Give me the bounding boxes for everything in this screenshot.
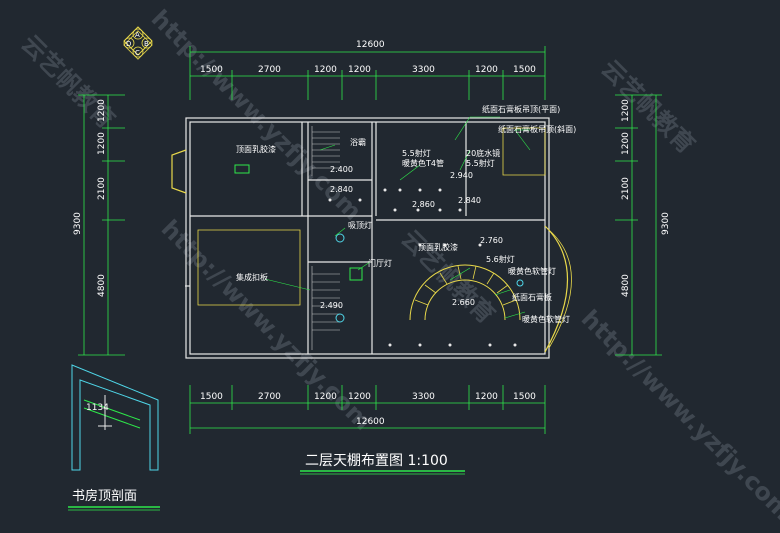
right-total-dim: 9300 <box>661 212 671 235</box>
bottom-dimension-line <box>189 385 546 434</box>
compass-letter-b: B <box>144 40 149 48</box>
label-glass-lamp: 门厅灯 <box>368 258 392 268</box>
compass-letter-c: C <box>135 49 140 57</box>
label-bath: 浴霸 <box>350 137 366 147</box>
top-dimension-line <box>189 46 546 100</box>
label-light-55b: 5.5射灯 <box>466 158 495 168</box>
label-h-2490: 2.490 <box>320 301 343 310</box>
label-h-2860: 2.860 <box>412 200 435 209</box>
left-dimension-line <box>78 94 125 356</box>
watermarks: 云艺帆教育 http://www.yzfjy.com 云艺帆教育 http://… <box>16 4 780 525</box>
top-dim-4: 1200 <box>348 65 371 75</box>
bottom-dim-1: 1500 <box>200 392 223 402</box>
top-dim-5: 3300 <box>412 65 435 75</box>
label-warm-tube-2: 暖黄色软管灯 <box>522 314 570 324</box>
label-light-55: 5.5射灯 <box>402 148 431 158</box>
label-warm-tube-1: 暖黄色软管灯 <box>508 266 556 276</box>
label-gypsum-flat: 纸面石膏板吊顶(平面) <box>482 104 560 114</box>
bottom-dim-3: 1200 <box>314 392 337 402</box>
top-dim-6: 1200 <box>475 65 498 75</box>
label-ceiling-paint-1: 顶面乳胶漆 <box>236 144 276 154</box>
compass-icon: A B C D <box>123 26 153 60</box>
floor-plan-walls <box>185 117 550 359</box>
right-dim-3: 2100 <box>621 177 631 200</box>
compass-letter-a: A <box>135 31 140 39</box>
section-dim: 1134 <box>86 403 109 413</box>
circular-ceiling-feature <box>409 264 521 321</box>
right-dim-1: 1200 <box>621 99 631 122</box>
label-water-20: 20底水镜 <box>466 148 500 158</box>
spot-light-dots <box>328 188 517 347</box>
watermark-3: 云艺帆教育 <box>596 54 701 159</box>
bottom-dim-4: 1200 <box>348 392 371 402</box>
label-gypsum-board: 纸面石膏板 <box>512 292 552 302</box>
right-dim-2: 1200 <box>621 132 631 155</box>
watermark-4: http://www.yzfjy.com <box>156 214 377 435</box>
label-h-2840a: 2.840 <box>330 185 353 194</box>
left-dim-4: 4800 <box>97 274 107 297</box>
left-dim-3: 2100 <box>97 177 107 200</box>
drawing-title: 二层天棚布置图 1:100 <box>305 453 448 469</box>
bottom-dim-7: 1500 <box>513 392 536 402</box>
right-dim-4: 4800 <box>621 274 631 297</box>
label-h-2940: 2.940 <box>450 171 473 180</box>
label-ceiling-paint-2: 顶面乳胶漆 <box>418 242 458 252</box>
label-aluminum: 集成扣板 <box>236 272 268 282</box>
section-title: 书房顶剖面 <box>72 488 137 504</box>
ceiling-lamp-icon <box>335 233 345 243</box>
curved-balcony <box>544 225 568 353</box>
ceiling-fixture <box>234 164 250 174</box>
watermark-6: http://www.yzfjy.com <box>576 304 780 525</box>
label-h-2400: 2.400 <box>330 165 353 174</box>
compass-letter-d: D <box>126 40 131 48</box>
top-dim-1: 1500 <box>200 65 223 75</box>
left-total-dim: 9300 <box>73 212 83 235</box>
label-h-2760: 2.760 <box>480 236 503 245</box>
spot-light-icon <box>516 279 524 287</box>
bottom-total-dim: 12600 <box>356 417 385 427</box>
top-dim-2: 2700 <box>258 65 281 75</box>
label-h-2840b: 2.840 <box>458 196 481 205</box>
section-detail <box>71 364 159 471</box>
sloped-panel <box>502 127 546 176</box>
label-light-56: 5.6射灯 <box>486 254 515 264</box>
left-dim-2: 1200 <box>97 132 107 155</box>
top-dim-3: 1200 <box>314 65 337 75</box>
label-ceiling-lamp: 吸顶灯 <box>348 220 372 230</box>
bottom-dim-6: 1200 <box>475 392 498 402</box>
label-h-2660: 2.660 <box>452 298 475 307</box>
spot-lamp-icon <box>335 313 345 323</box>
aluminum-ceiling-area <box>197 229 301 306</box>
label-t4-tube: 暖黄色T4管 <box>402 158 444 168</box>
top-dim-7: 1500 <box>513 65 536 75</box>
right-dimension-line <box>615 94 662 356</box>
leader-lines <box>264 116 531 319</box>
bottom-dim-5: 3300 <box>412 392 435 402</box>
bottom-dim-2: 2700 <box>258 392 281 402</box>
top-total-dim: 12600 <box>356 40 385 50</box>
stairs <box>311 126 340 350</box>
label-gypsum-slope: 纸面石膏板吊顶(斜面) <box>498 124 576 134</box>
left-dim-1: 1200 <box>97 99 107 122</box>
bay-window <box>171 149 187 194</box>
hall-lamp-fixture <box>349 267 363 281</box>
